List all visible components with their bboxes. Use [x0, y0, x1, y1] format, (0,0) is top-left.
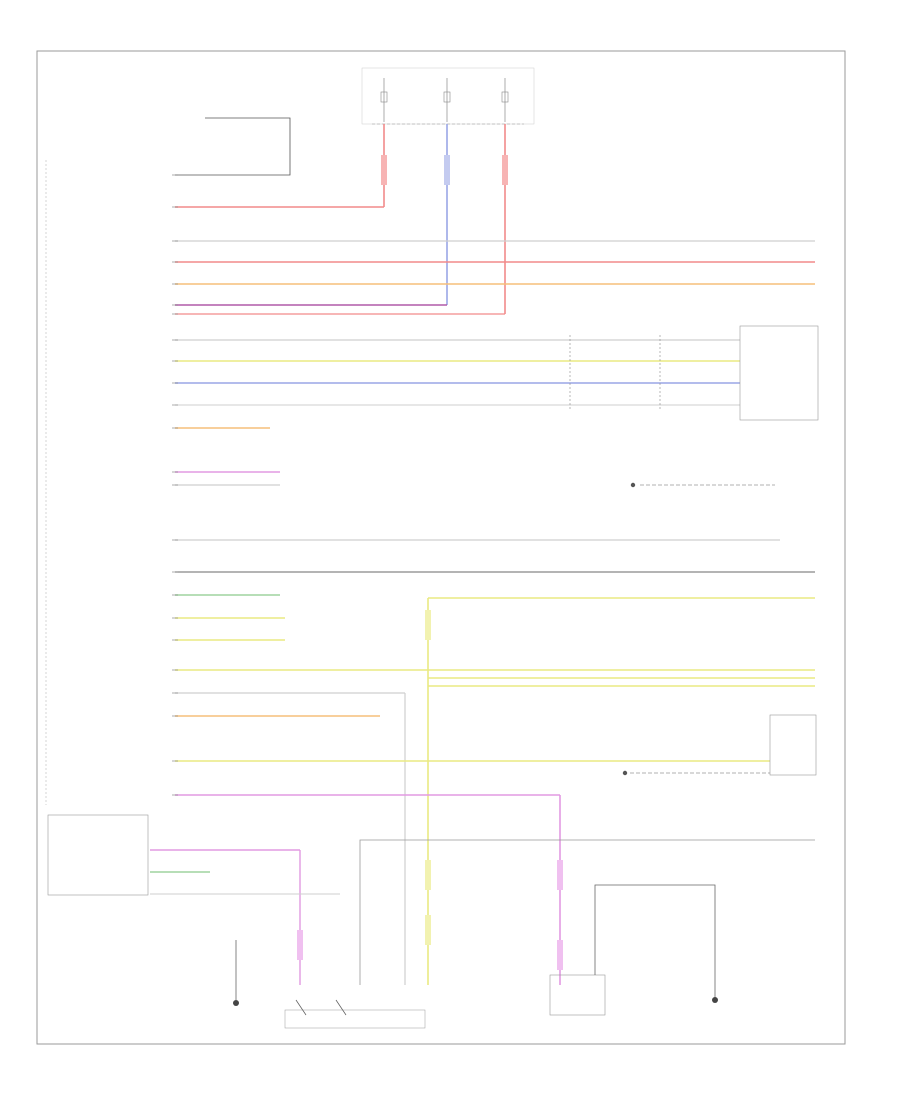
module-outline-right [739, 325, 819, 421]
fuse-1 [380, 78, 388, 122]
inline-connectors [297, 155, 563, 970]
component-bottom-switches [284, 999, 426, 1029]
splice-group-1 [569, 335, 661, 410]
ground-loop-top [175, 117, 291, 176]
fuse-2 [443, 78, 451, 122]
switch-outline-right [769, 714, 817, 776]
control-module-outline [47, 814, 149, 896]
diagram-border [36, 50, 846, 1045]
wire-return-right [359, 839, 815, 985]
component-bottom-1 [233, 940, 239, 1006]
component-bottom-2 [549, 884, 718, 1016]
fuse-3 [501, 78, 509, 122]
fuse-block-top [361, 67, 535, 125]
ground-right [630, 482, 636, 488]
connector-pins-left [172, 174, 178, 796]
ground-right-lower [622, 770, 628, 776]
